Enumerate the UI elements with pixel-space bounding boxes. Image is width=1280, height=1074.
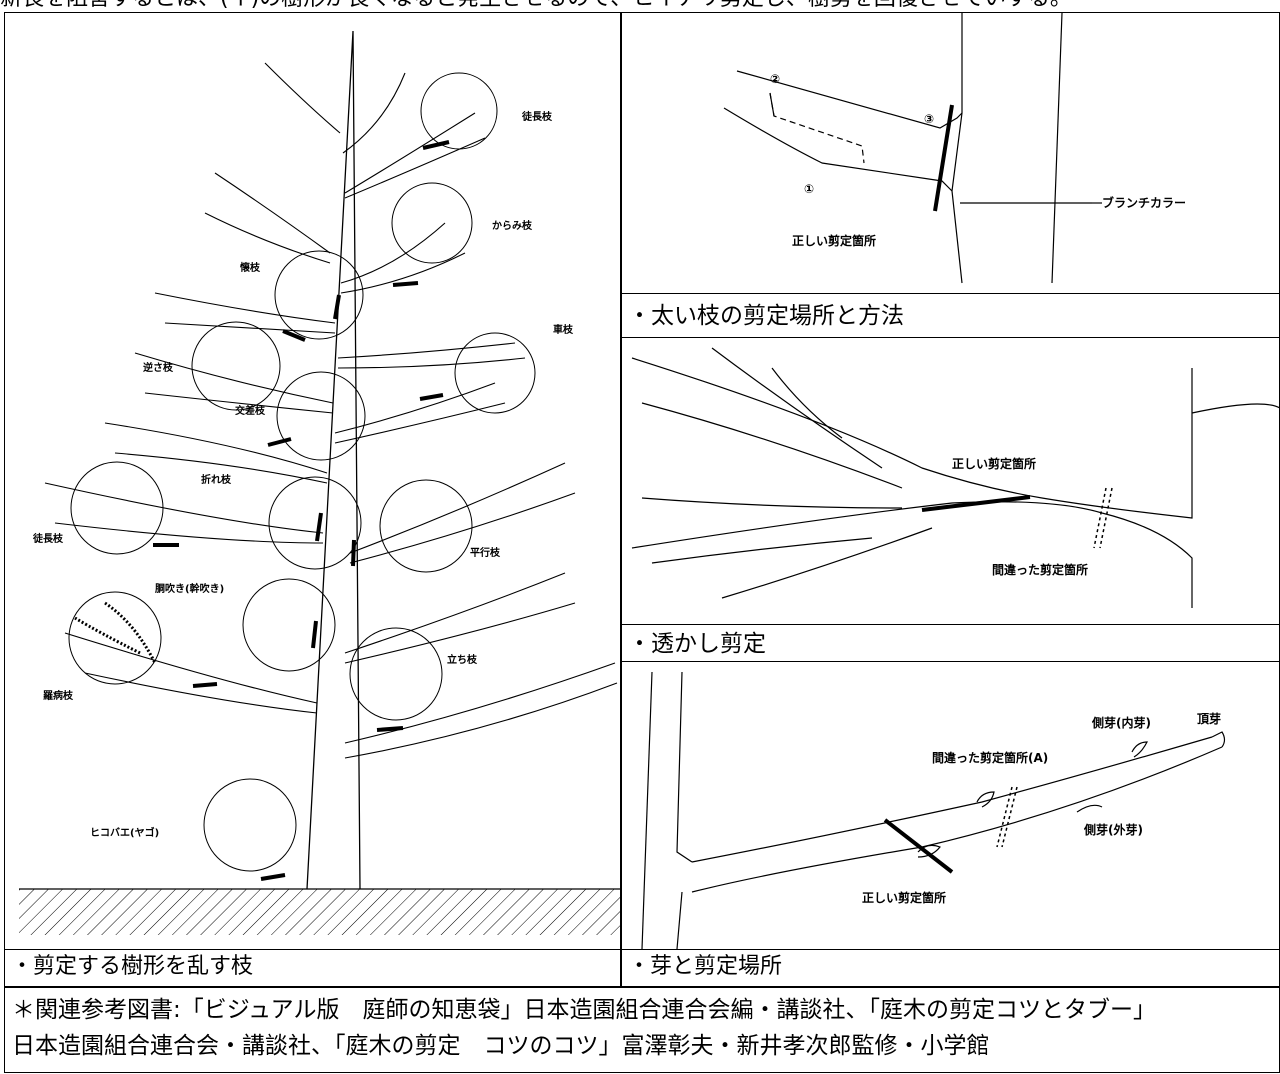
label-side-outer-bud: 側芽(外芽) [1083,822,1143,837]
left-caption: ・剪定する樹形を乱す枝 [4,949,622,987]
cut-marks [153,140,450,881]
label-thinning-wrong: 間違った剪定箇所 [992,562,1088,577]
branch-collar-diagram: ② ③ ① ブランチカラー 正しい剪定箇所 [723,12,1186,284]
label-branch-collar: ブランチカラー [1102,195,1186,210]
label-kosa: 交差枝 [235,404,266,417]
label-oreeda: 折れ枝 [201,473,232,486]
label-num-3: ③ [924,112,934,126]
trunk [306,30,361,890]
label-tokucho-left: 徒長枝 [32,532,64,545]
label-kuruma: 車枝 [553,323,574,336]
branches [44,62,618,759]
branch-collar-figure: ② ③ ① ブランチカラー 正しい剪定箇所 [622,12,1280,293]
bud-figure: 側芽(内芽) 頂芽 間違った剪定箇所(A) 側芽(外芽) 正しい剪定箇所 [622,662,1280,950]
label-rabyo: 羅病枝 [43,689,74,702]
tree-diagram: 徒長枝 からみ枝 懐枝 車枝 逆さ枝 交差枝 折れ枝 徒長枝 平行枝 胴吹き(幹… [19,30,621,935]
bud-caption: ・芽と剪定場所 [621,949,1280,987]
label-num-1: ① [804,182,814,196]
label-tokucho-top: 徒長枝 [521,110,553,123]
label-top-bud: 頂芽 [1197,711,1221,726]
label-side-inner-bud: 側芽(内芽) [1091,715,1151,730]
column-divider [620,12,622,987]
ground-hatch [19,889,621,935]
label-thinning-correct: 正しい剪定箇所 [952,456,1036,471]
circles [68,72,536,872]
thinning-diagram: 正しい剪定箇所 間違った剪定箇所 [631,347,1280,608]
label-bud-correct: 正しい剪定箇所 [862,890,946,905]
label-heiko: 平行枝 [470,546,501,559]
footer-line-1: ＊関連参考図書:「ビジュアル版 庭師の知恵袋」日本造園組合連合会編・講談社、「庭… [12,997,1156,1023]
footer: ＊関連参考図書:「ビジュアル版 庭師の知恵袋」日本造園組合連合会編・講談社、「庭… [4,987,1280,1074]
top-cutoff-text: 新長を阻害するとは、(イ)の樹形が長くなると発生させるので、ヒイナリ剪定し、樹勢… [0,0,1280,12]
label-dobuki: 胴吹き(幹吹き) [155,582,224,595]
footer-line-2: 日本造園組合連合会・講談社、「庭木の剪定 コツのコツ」富澤彰夫・新井孝次郎監修・… [12,1033,990,1059]
label-tachi: 立ち枝 [447,653,478,666]
tree-figure: 徒長枝 からみ枝 懐枝 車枝 逆さ枝 交差枝 折れ枝 徒長枝 平行枝 胴吹き(幹… [5,13,621,950]
branch-caption: ・太い枝の剪定場所と方法 [621,293,1280,338]
label-futokoro: 懐枝 [240,261,261,274]
label-wrong-a: 間違った剪定箇所(A) [932,750,1048,765]
label-hikobae: ヒコバエ(ヤゴ) [90,826,159,839]
label-correct-cut: 正しい剪定箇所 [792,233,876,248]
bud-diagram: 側芽(内芽) 頂芽 間違った剪定箇所(A) 側芽(外芽) 正しい剪定箇所 [641,671,1226,950]
label-sakasa: 逆さ枝 [143,361,174,374]
label-num-2: ② [770,72,780,86]
label-karami: からみ枝 [492,219,533,232]
thinning-caption: ・透かし剪定 [621,624,1280,662]
thinning-figure: 正しい剪定箇所 間違った剪定箇所 [622,338,1280,624]
